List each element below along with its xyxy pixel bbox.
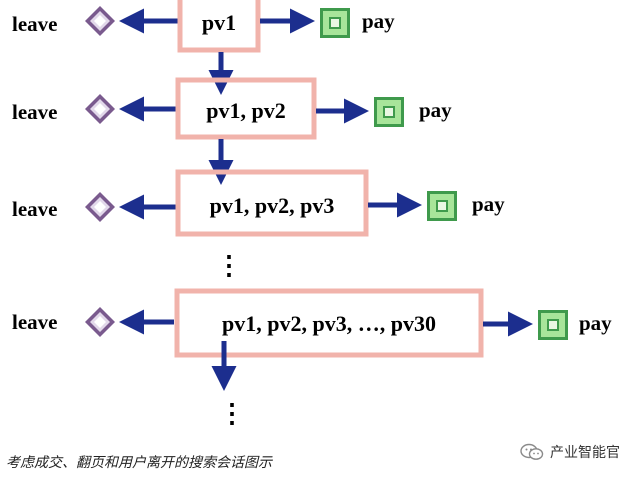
node-label: pv1, pv2 xyxy=(206,98,285,123)
row-2: leave pv1, pv2 pay xyxy=(12,77,452,140)
pay-square-icon xyxy=(538,310,568,340)
leave-diamond-icon xyxy=(85,94,115,124)
pay-label: pay xyxy=(362,9,395,33)
pay-square-icon xyxy=(427,191,457,221)
watermark: 产业智能官 xyxy=(520,442,620,462)
ellipsis-vertical: ⋮ xyxy=(219,399,245,428)
row-3: leave pv1, pv2, pv3 pay xyxy=(12,169,505,237)
leave-diamond-icon xyxy=(85,192,115,222)
node-label: pv1, pv2, pv3 xyxy=(210,193,335,218)
leave-label: leave xyxy=(12,310,57,334)
pay-label: pay xyxy=(579,311,612,335)
watermark-text: 产业智能官 xyxy=(550,445,620,461)
figure-caption: 考虑成交、翻页和用户离开的搜索会话图示 xyxy=(6,455,272,471)
leave-label: leave xyxy=(12,197,57,221)
node-box xyxy=(177,0,261,53)
pay-label: pay xyxy=(419,98,452,122)
row-4: leave pv1, pv2, pv3, …, pv30 pay xyxy=(12,288,612,358)
node-label: pv1 xyxy=(202,10,236,35)
node-label: pv1, pv2, pv3, …, pv30 xyxy=(222,311,436,336)
pay-label: pay xyxy=(472,192,505,216)
leave-diamond-icon xyxy=(85,6,115,36)
wechat-icon xyxy=(520,443,544,460)
leave-label: leave xyxy=(12,100,57,124)
ellipsis-vertical: ⋮ xyxy=(216,251,242,280)
pay-square-icon xyxy=(374,97,404,127)
leave-diamond-icon xyxy=(85,307,115,337)
node-box xyxy=(175,77,317,140)
node-box xyxy=(174,288,484,358)
row-1: leave pv1 pay xyxy=(12,0,395,53)
pay-square-icon xyxy=(320,8,350,38)
node-box xyxy=(175,169,369,237)
leave-label: leave xyxy=(12,12,57,36)
